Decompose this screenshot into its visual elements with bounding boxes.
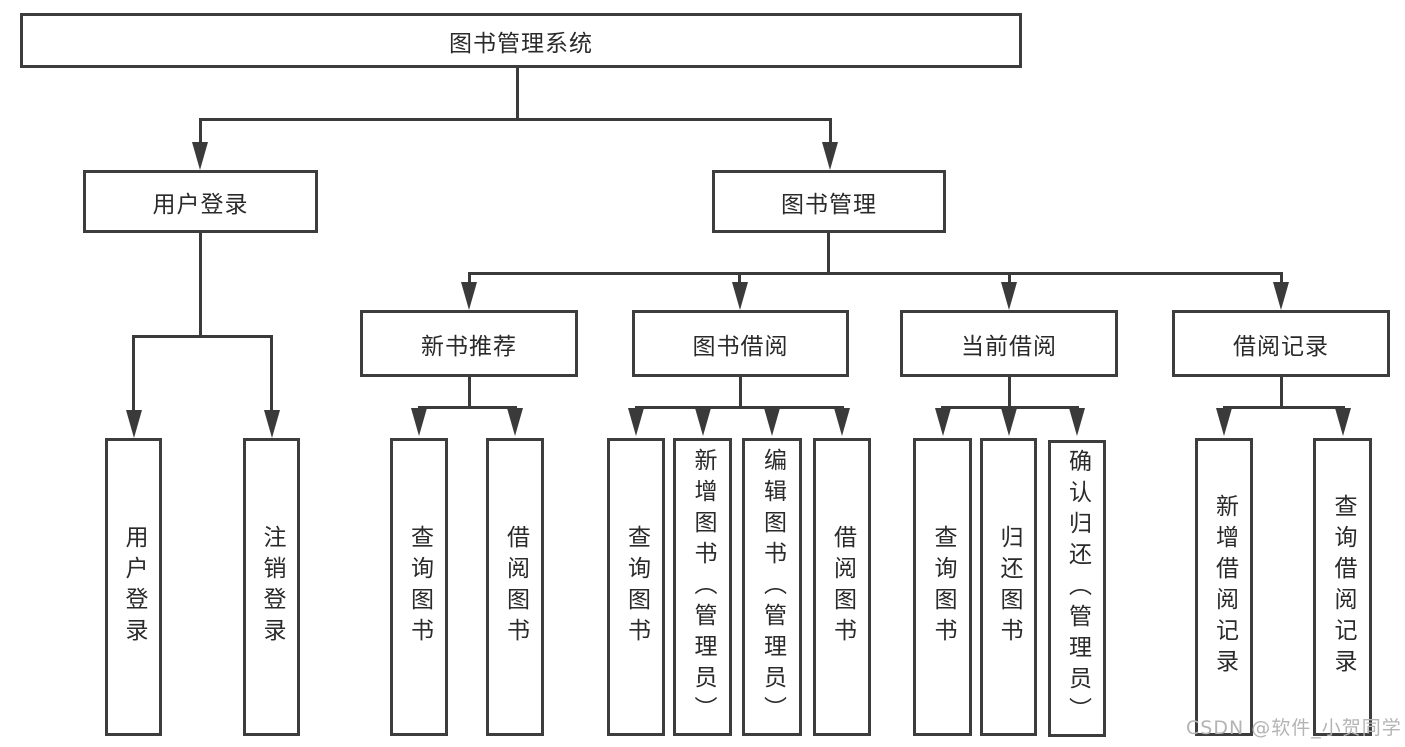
node-label: 借阅图书 bbox=[502, 525, 529, 649]
connector-drop-book-mgmt bbox=[828, 118, 832, 144]
connector-drop-user-login bbox=[198, 118, 202, 144]
leaf-user-login: 用户登录 bbox=[105, 438, 162, 736]
connector-level2-rail bbox=[198, 118, 832, 121]
node-label: 查询图书 bbox=[623, 525, 650, 649]
connector-rail bbox=[941, 406, 1079, 409]
connector-drop bbox=[738, 272, 741, 286]
node-label: 用户登录 bbox=[152, 191, 249, 218]
node-current-borrowing: 当前借阅 bbox=[900, 310, 1118, 377]
leaf-query-borrow-record: 查询借阅记录 bbox=[1313, 438, 1372, 736]
connector-stub bbox=[1007, 377, 1011, 406]
arrowhead-down-icon bbox=[834, 408, 850, 436]
connector-drop bbox=[1007, 272, 1011, 286]
arrowhead-down-icon bbox=[461, 282, 477, 310]
arrowhead-down-icon bbox=[1069, 408, 1085, 436]
arrowhead-down-icon bbox=[764, 408, 780, 436]
arrowhead-down-icon bbox=[507, 408, 523, 436]
connector-bookmgmt-stub bbox=[826, 233, 830, 272]
arrowhead-down-icon bbox=[694, 408, 711, 436]
leaf-query-books: 查询图书 bbox=[390, 438, 448, 736]
connector-stub bbox=[467, 377, 471, 406]
node-borrow-records: 借阅记录 bbox=[1172, 310, 1390, 377]
arrowhead-down-icon bbox=[822, 142, 838, 170]
arrowhead-down-icon bbox=[1273, 282, 1289, 310]
node-label: 新增图书（管理员） bbox=[690, 447, 716, 727]
leaf-logout: 注销登录 bbox=[243, 438, 300, 736]
connector-drop bbox=[467, 272, 471, 286]
connector-drop bbox=[1279, 272, 1283, 286]
node-label: 图书管理系统 bbox=[449, 30, 593, 57]
leaf-edit-books-admin: 编辑图书（管理员） bbox=[742, 438, 802, 736]
leaf-add-borrow-record: 新增借阅记录 bbox=[1195, 438, 1253, 736]
leaf-borrow-books: 借阅图书 bbox=[813, 438, 871, 736]
leaf-add-books-admin: 新增图书（管理员） bbox=[673, 438, 732, 736]
connector-drop bbox=[132, 335, 135, 413]
node-label: 确认归还（管理员） bbox=[1064, 449, 1091, 728]
node-user-login: 用户登录 bbox=[83, 170, 318, 233]
arrowhead-down-icon bbox=[411, 408, 427, 436]
connector-rail bbox=[1222, 406, 1345, 409]
arrowhead-down-icon bbox=[1001, 282, 1017, 310]
csdn-watermark: CSDN @软件_小贺同学 bbox=[1186, 717, 1402, 739]
leaf-confirm-return-admin: 确认归还（管理员） bbox=[1048, 440, 1106, 737]
node-label: 归还图书 bbox=[996, 525, 1022, 649]
connector-userlogin-stub bbox=[198, 233, 202, 335]
node-label: 新书推荐 bbox=[421, 333, 517, 360]
arrowhead-down-icon bbox=[1334, 408, 1351, 436]
arrowhead-down-icon bbox=[263, 410, 280, 438]
arrowhead-down-icon bbox=[1000, 408, 1017, 436]
arrowhead-down-icon bbox=[125, 410, 142, 438]
connector-stub bbox=[738, 377, 742, 406]
node-label: 查询图书 bbox=[930, 525, 956, 649]
node-label: 借阅记录 bbox=[1233, 333, 1329, 360]
node-label: 新增借阅记录 bbox=[1211, 494, 1238, 680]
arrowhead-down-icon bbox=[934, 408, 951, 436]
arrowhead-down-icon bbox=[192, 142, 208, 170]
node-label: 查询图书 bbox=[406, 525, 433, 649]
node-label: 注销登录 bbox=[259, 525, 285, 649]
node-label: 编辑图书（管理员） bbox=[759, 447, 786, 727]
node-label: 用户登录 bbox=[121, 525, 147, 649]
node-label: 查询借阅记录 bbox=[1330, 494, 1356, 680]
connector-drop bbox=[270, 335, 273, 413]
leaf-query-books: 查询图书 bbox=[607, 438, 665, 736]
leaf-borrow-books: 借阅图书 bbox=[486, 438, 544, 736]
node-label: 图书管理 bbox=[781, 191, 877, 218]
arrowhead-down-icon bbox=[731, 282, 748, 310]
leaf-query-books: 查询图书 bbox=[913, 438, 972, 736]
connector-root-stub bbox=[516, 68, 519, 118]
node-new-book-recommend: 新书推荐 bbox=[360, 310, 578, 377]
connector-userlogin-rail bbox=[132, 335, 273, 338]
arrowhead-down-icon bbox=[628, 408, 644, 436]
connector-stub bbox=[1279, 377, 1283, 406]
connector-rail bbox=[634, 406, 844, 409]
node-book-borrowing: 图书借阅 bbox=[632, 310, 849, 377]
leaf-return-books: 归还图书 bbox=[980, 438, 1037, 736]
connector-level3-rail bbox=[467, 272, 1283, 275]
node-label: 图书借阅 bbox=[692, 333, 789, 360]
arrowhead-down-icon bbox=[1216, 408, 1232, 436]
connector-rail bbox=[417, 406, 517, 409]
node-label: 借阅图书 bbox=[829, 525, 856, 649]
node-label: 当前借阅 bbox=[961, 333, 1057, 360]
node-book-management: 图书管理 bbox=[712, 170, 946, 233]
node-library-management-system: 图书管理系统 bbox=[20, 13, 1022, 68]
